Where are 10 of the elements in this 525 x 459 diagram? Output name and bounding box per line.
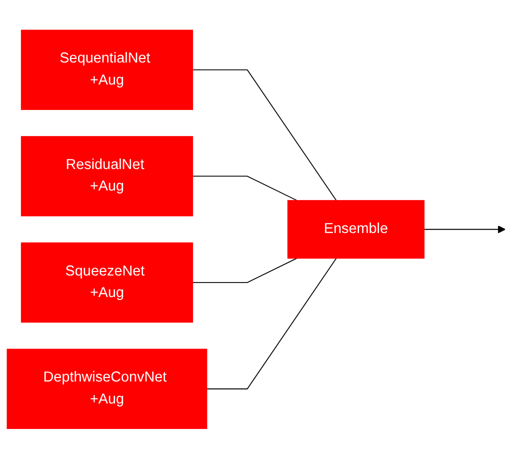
connector bbox=[206, 258, 337, 390]
connector bbox=[192, 176, 298, 202]
connector bbox=[192, 258, 298, 284]
node-box: ResidualNet +Aug bbox=[20, 136, 194, 216]
node-box: Ensemble bbox=[287, 200, 424, 259]
node-box: SqueezeNet +Aug bbox=[20, 242, 194, 323]
node-box: SequentialNet +Aug bbox=[20, 30, 194, 110]
node-box: DepthwiseConvNet +Aug bbox=[6, 348, 208, 430]
arrow bbox=[424, 226, 506, 234]
connector bbox=[192, 70, 337, 202]
